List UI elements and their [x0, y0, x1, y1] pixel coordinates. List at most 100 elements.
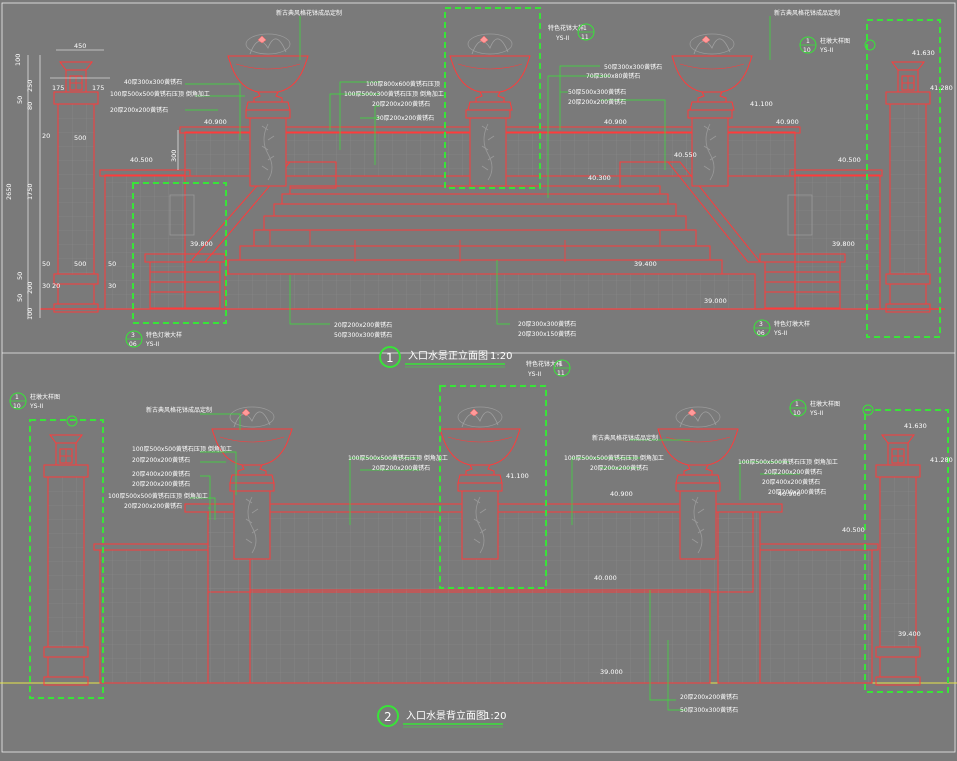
level-39800-left: 39.800	[190, 240, 213, 248]
front-ref-right-base[interactable]: 3 06 特色灯墩大样 YS-II	[753, 319, 810, 337]
back-detail-callouts	[29, 385, 949, 699]
back-right-side-wall	[759, 549, 873, 684]
back-level-40900-right: 40.900	[778, 490, 801, 498]
svg-text:20厚400x200黄锈石: 20厚400x200黄锈石	[132, 470, 190, 478]
svg-text:特色灯墩大样: 特色灯墩大样	[146, 331, 182, 339]
svg-text:06: 06	[757, 330, 765, 337]
level-40300: 40.300	[588, 174, 611, 182]
svg-text:YS-II: YS-II	[29, 403, 43, 410]
svg-text:YS-II: YS-II	[145, 341, 159, 348]
svg-text:100厚500x300黄锈石压顶 倒角加工: 100厚500x300黄锈石压顶 倒角加工	[344, 90, 444, 98]
front-ref-center[interactable]: 特色花钵大样 YS-II 1 11	[548, 23, 595, 42]
svg-text:175: 175	[52, 84, 64, 92]
svg-text:500: 500	[74, 260, 86, 268]
svg-text:40厚300x300黄锈石: 40厚300x300黄锈石	[124, 78, 182, 86]
svg-text:YS-II: YS-II	[773, 330, 787, 337]
svg-text:20厚200x200黄锈石: 20厚200x200黄锈石	[132, 480, 190, 488]
back-leaders	[190, 413, 800, 711]
back-level-39000: 39.000	[600, 668, 623, 676]
svg-text:10: 10	[803, 47, 811, 54]
svg-text:特色灯墩大样: 特色灯墩大样	[774, 320, 810, 328]
back-level-markers: 41.630 41.280 41.100 40.900 40.900 40.50…	[506, 422, 953, 676]
back-level-40000: 40.000	[594, 574, 617, 582]
svg-text:80: 80	[26, 102, 34, 110]
back-drawing-title: 2 入口水景背立面图 1:20	[377, 705, 506, 728]
svg-text:20厚200x200黄锈石: 20厚200x200黄锈石	[124, 502, 182, 510]
svg-text:20: 20	[42, 132, 50, 140]
level-41280: 41.280	[930, 84, 953, 92]
svg-text:入口水景背立面图: 入口水景背立面图	[406, 709, 486, 722]
svg-text:06: 06	[129, 341, 137, 348]
back-left-side-wall	[99, 549, 209, 684]
back-detail-references: 特色花钵大样 YS-II 1 11 1 10 柱墩大样图 YS-II 1	[9, 359, 874, 427]
svg-text:1:20: 1:20	[490, 351, 512, 362]
front-right-side-wall	[794, 174, 881, 310]
svg-text:100: 100	[14, 54, 22, 66]
svg-text:50: 50	[16, 294, 24, 302]
svg-text:11: 11	[557, 370, 565, 377]
level-39400: 39.400	[634, 260, 657, 268]
svg-text:300: 300	[170, 150, 178, 162]
svg-text:20厚200x200黄锈石: 20厚200x200黄锈石	[568, 98, 626, 106]
front-stairs	[224, 185, 756, 310]
svg-text:100厚500x500黄锈石压顶 倒角加工: 100厚500x500黄锈石压顶 倒角加工	[132, 445, 232, 453]
svg-text:20厚400x200黄锈石: 20厚400x200黄锈石	[762, 478, 820, 486]
svg-text:新古典风格花钵成品定制: 新古典风格花钵成品定制	[592, 434, 658, 442]
level-40900-left: 40.900	[204, 118, 227, 126]
front-elevation: 41.630 41.280 41.100 40.900 40.900 40.90…	[5, 7, 953, 368]
svg-text:20厚200x200黄锈石: 20厚200x200黄锈石	[110, 106, 168, 114]
svg-text:175: 175	[92, 84, 104, 92]
back-level-41280: 41.280	[930, 456, 953, 464]
svg-text:200: 200	[26, 282, 34, 294]
svg-text:1: 1	[15, 394, 19, 401]
svg-text:特色花钵大样: 特色花钵大样	[526, 360, 562, 368]
level-40500-left: 40.500	[130, 156, 153, 164]
back-material-notes: 新古典风格花钵成品定制 新古典风格花钵成品定制 100厚500x500黄锈石压顶…	[108, 406, 838, 714]
front-dimension-texts: 450 175 175 100 250 50 80 20 500 300 265…	[5, 42, 178, 320]
back-level-40900-mid: 40.900	[610, 490, 633, 498]
front-drawing-title: 1 入口水景正立面图 1:20	[379, 346, 512, 368]
svg-text:柱墩大样图: 柱墩大样图	[810, 400, 840, 408]
svg-text:500: 500	[74, 134, 86, 142]
back-ref-left[interactable]: 1 10 柱墩大样图 YS-II	[9, 392, 78, 427]
svg-text:柱墩大样图: 柱墩大样图	[820, 37, 850, 45]
svg-text:11: 11	[581, 34, 589, 41]
svg-text:1: 1	[559, 361, 563, 368]
back-ref-right[interactable]: 1 10 柱墩大样图 YS-II	[789, 399, 874, 417]
svg-text:50厚300x300黄锈石: 50厚300x300黄锈石	[680, 706, 738, 714]
svg-text:1: 1	[386, 351, 394, 365]
svg-text:20厚200x200黄锈石: 20厚200x200黄锈石	[132, 456, 190, 464]
svg-text:特色花钵大样: 特色花钵大样	[548, 24, 584, 32]
back-lower-wall	[249, 589, 711, 684]
front-ref-right[interactable]: 1 10 柱墩大样图 YS-II	[799, 36, 876, 54]
svg-text:50: 50	[16, 272, 24, 280]
svg-text:20厚300x150黄锈石: 20厚300x150黄锈石	[518, 330, 576, 338]
svg-text:2: 2	[384, 710, 392, 724]
svg-text:3: 3	[759, 321, 763, 328]
svg-text:新古典风格花钵成品定制: 新古典风格花钵成品定制	[146, 406, 212, 414]
svg-text:2650: 2650	[5, 183, 13, 200]
svg-text:20: 20	[52, 282, 60, 290]
front-dimensions	[27, 49, 179, 318]
svg-text:20厚200x200黄锈石: 20厚200x200黄锈石	[768, 488, 826, 496]
svg-text:20厚200x200黄锈石: 20厚200x200黄锈石	[680, 693, 738, 701]
svg-text:10: 10	[793, 410, 801, 417]
back-elevation: 41.630 41.280 41.100 40.900 40.900 40.50…	[0, 359, 957, 728]
back-ref-center[interactable]: 特色花钵大样 YS-II 1 11	[526, 359, 571, 378]
svg-text:100厚500x500黄锈石压顶 倒角加工: 100厚500x500黄锈石压顶 倒角加工	[348, 454, 448, 462]
svg-text:20厚300x300黄锈石: 20厚300x300黄锈石	[518, 320, 576, 328]
svg-text:100厚500x500黄锈石压顶 倒角加工: 100厚500x500黄锈石压顶 倒角加工	[110, 90, 210, 98]
front-ref-left-base[interactable]: 3 06 特色灯墩大样 YS-II	[125, 330, 182, 348]
svg-text:YS-II: YS-II	[809, 410, 823, 417]
svg-text:30厚200x200黄锈石: 30厚200x200黄锈石	[376, 114, 434, 122]
svg-text:50: 50	[108, 260, 116, 268]
svg-text:20厚200x200黄锈石: 20厚200x200黄锈石	[372, 464, 430, 472]
level-40900-right: 40.900	[776, 118, 799, 126]
level-40550: 40.550	[674, 151, 697, 159]
svg-text:100厚500x500黄锈石压顶 倒角加工: 100厚500x500黄锈石压顶 倒角加工	[108, 492, 208, 500]
svg-text:50厚500x300黄锈石: 50厚500x300黄锈石	[568, 88, 626, 96]
svg-text:100厚500x500黄锈石压顶 倒角加工: 100厚500x500黄锈石压顶 倒角加工	[564, 454, 664, 462]
front-detail-callouts	[132, 7, 941, 338]
